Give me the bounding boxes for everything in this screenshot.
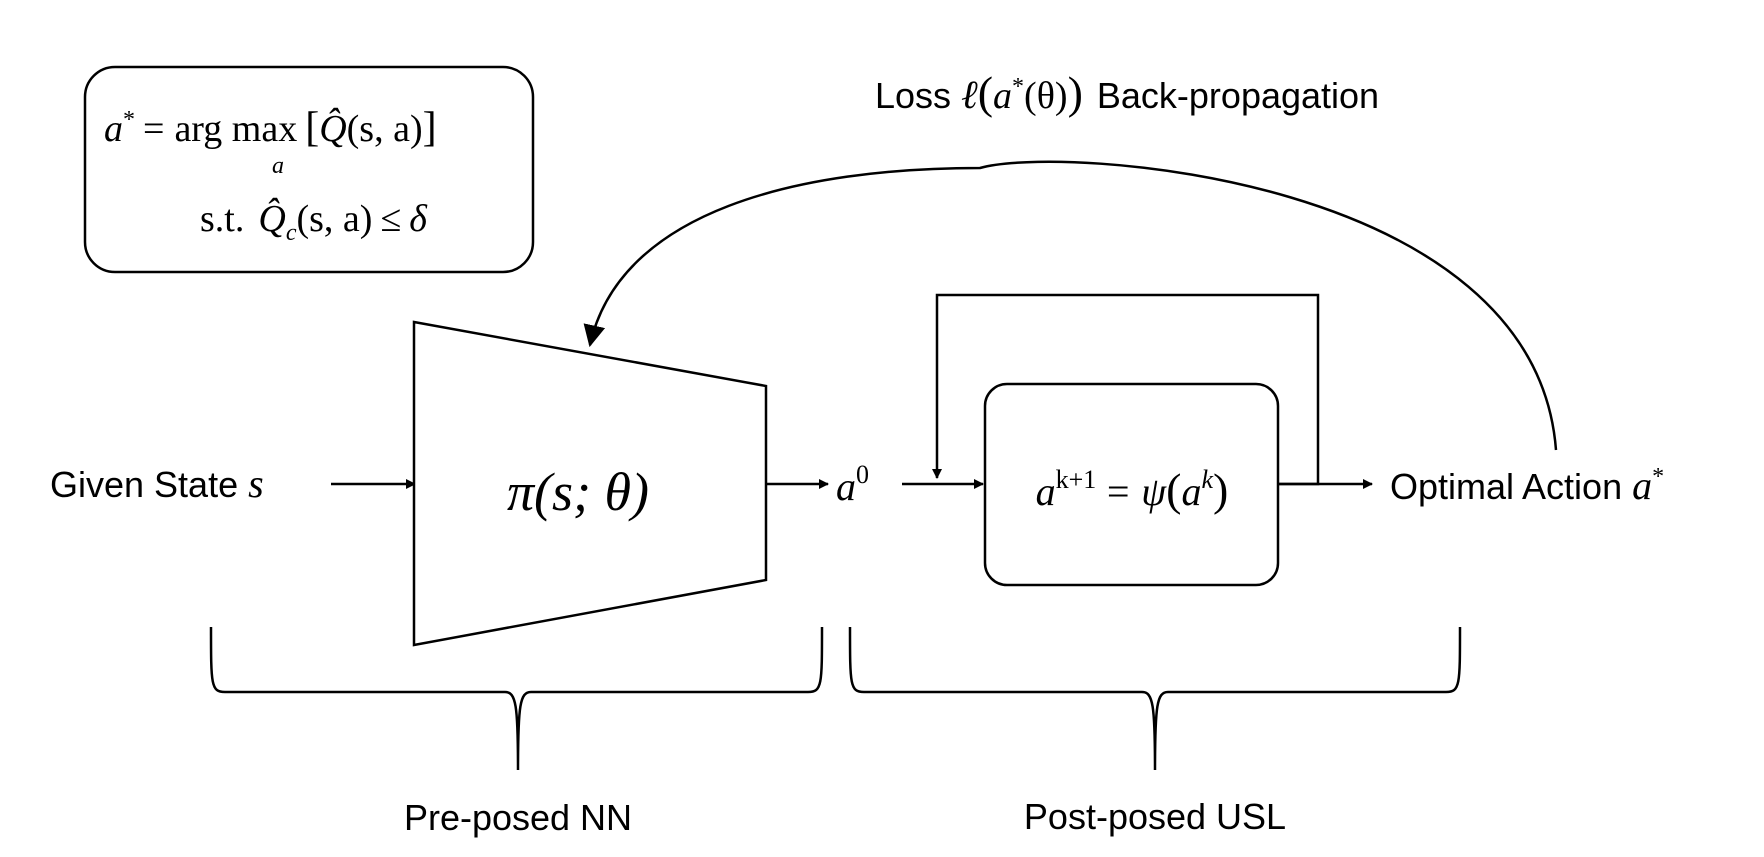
brace-pre-posed-nn [209,626,824,771]
update-rule-label: ak+1= ψ(ak) [1036,464,1229,515]
policy-network-trapezoid [412,320,768,647]
formula-line-2: s.t.Q̂c(s, a)≤δ [200,197,428,246]
post-posed-usl-label: Post-posed USL [1024,796,1286,837]
formula-box: a*=arg max[Q̂(s, a)] a s.t.Q̂c(s, a)≤δ [83,65,535,274]
pre-posed-nn-label: Pre-posed NN [404,797,632,838]
policy-network-label: π(s; θ) [507,462,649,522]
backprop-arrow [583,160,1558,451]
formula-box-frame [83,65,535,274]
policy-network: π(s; θ) [412,320,768,647]
brace-post-posed-usl [848,626,1462,771]
formula-argmax-subscript: a [272,153,284,179]
update-box: ak+1= ψ(ak) [983,382,1280,587]
formula-line-1: a*=arg max[Q̂(s, a)] [104,105,437,151]
a0-label: a0 [836,460,869,509]
